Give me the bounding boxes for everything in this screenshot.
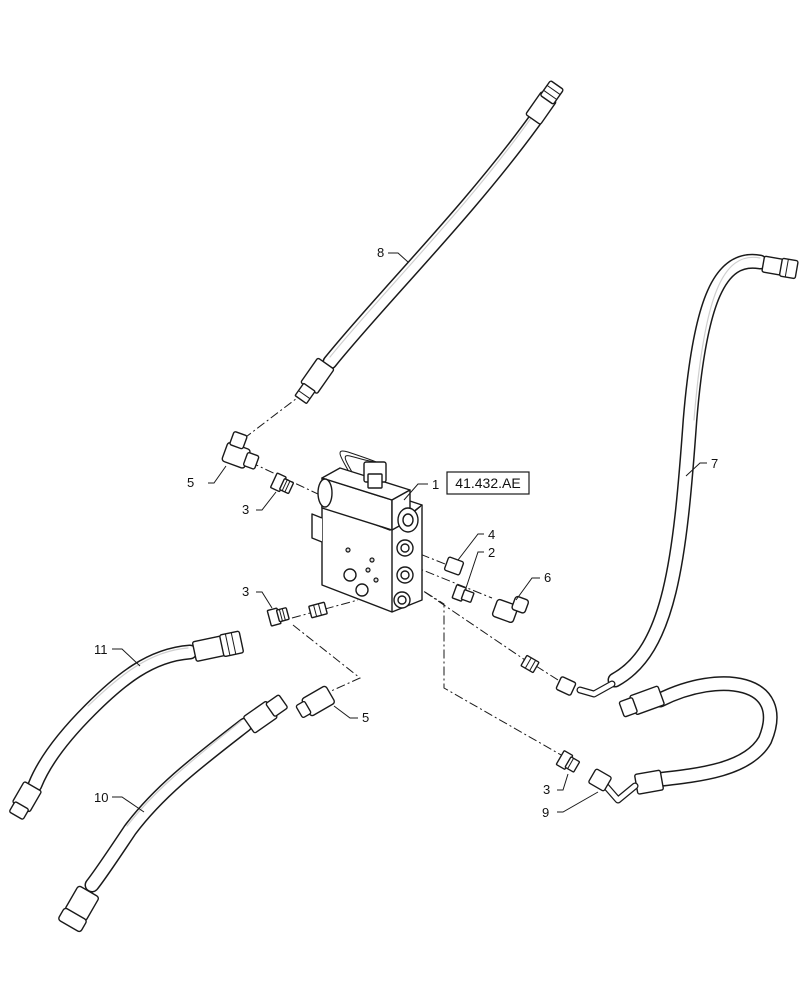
callout-6: 6 bbox=[544, 570, 551, 585]
elbow-6 bbox=[491, 595, 530, 624]
plug-4 bbox=[443, 556, 465, 576]
callout-3-upper: 3 bbox=[242, 502, 249, 517]
callout-3-middle: 3 bbox=[242, 584, 249, 599]
reference-box[interactable]: 41.432.AE bbox=[446, 471, 530, 495]
callout-4: 4 bbox=[488, 527, 495, 542]
callout-10: 10 bbox=[94, 790, 108, 805]
callout-8: 8 bbox=[377, 245, 384, 260]
callout-11: 11 bbox=[94, 642, 108, 657]
hose-10 bbox=[58, 694, 288, 933]
callout-3-lower: 3 bbox=[543, 782, 550, 797]
adapter-3-middle bbox=[266, 607, 290, 627]
hose-11 bbox=[9, 630, 244, 820]
hose-8 bbox=[294, 80, 564, 404]
callout-5-upper: 5 bbox=[187, 475, 194, 490]
callout-7: 7 bbox=[711, 456, 718, 471]
adapter-2 bbox=[451, 584, 475, 603]
callout-1: 1 bbox=[432, 477, 439, 492]
callout-numbers: 1 2 3 3 3 4 5 5 6 7 8 9 10 11 bbox=[94, 245, 718, 820]
elbow-fitting-5-lower bbox=[295, 685, 335, 719]
elbow-fitting-5-upper bbox=[221, 431, 260, 470]
small-fitting-right bbox=[520, 654, 540, 674]
hose-9 bbox=[588, 676, 778, 804]
hose-7 bbox=[555, 253, 799, 698]
adapter-3-upper bbox=[270, 472, 294, 495]
reference-code: 41.432.AE bbox=[455, 475, 520, 491]
callout-5-lower: 5 bbox=[362, 710, 369, 725]
valve-block bbox=[311, 450, 423, 613]
small-fitting-left bbox=[308, 601, 328, 619]
callout-2: 2 bbox=[488, 545, 495, 560]
callout-leaders bbox=[112, 252, 707, 813]
adapter-3-lower bbox=[555, 750, 580, 773]
callout-9: 9 bbox=[542, 805, 549, 820]
